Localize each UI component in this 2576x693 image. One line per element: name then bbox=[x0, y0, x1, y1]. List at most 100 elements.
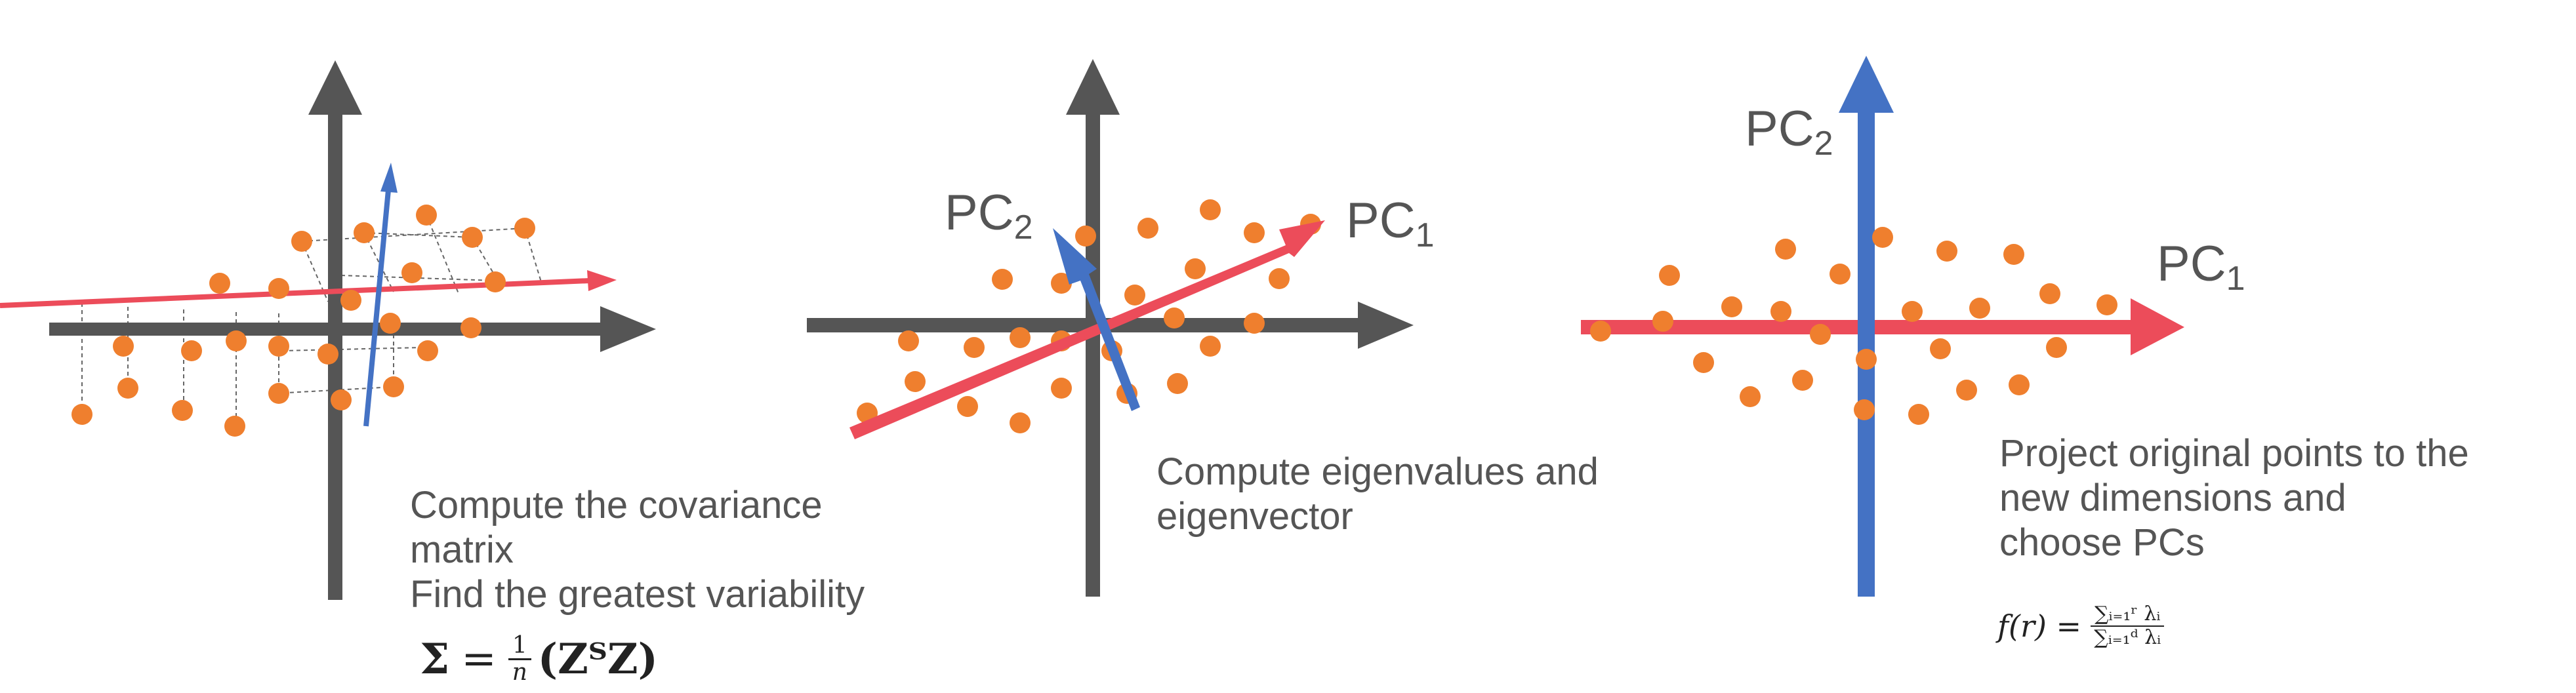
data-point bbox=[1902, 301, 1923, 322]
data-point bbox=[1810, 324, 1831, 345]
data-point bbox=[1969, 298, 1990, 319]
data-point bbox=[401, 262, 422, 283]
data-point bbox=[354, 222, 375, 243]
data-point bbox=[485, 271, 506, 292]
data-point bbox=[898, 330, 919, 351]
data-point bbox=[1830, 264, 1850, 285]
data-point bbox=[462, 227, 483, 248]
data-point bbox=[1200, 336, 1221, 357]
fraction: ∑ᵢ₌₁ʳ λᵢ ∑ᵢ₌₁ᵈ λᵢ bbox=[2091, 603, 2165, 649]
data-point bbox=[1908, 404, 1929, 425]
data-point bbox=[226, 330, 247, 351]
data-point bbox=[291, 231, 312, 252]
data-point bbox=[1051, 378, 1072, 399]
data-point bbox=[1185, 258, 1206, 279]
data-point bbox=[1244, 313, 1265, 334]
data-point bbox=[181, 340, 202, 361]
panel-3: PC1 PC2 bbox=[1581, 56, 2245, 597]
data-point bbox=[380, 313, 401, 334]
data-point bbox=[1856, 349, 1877, 370]
caption-line: Find the greatest variability bbox=[410, 573, 865, 616]
caption-line: eigenvector bbox=[1156, 495, 1353, 538]
data-point bbox=[2009, 374, 2030, 395]
pc1-label: PC1 bbox=[1346, 193, 1435, 254]
data-point bbox=[224, 416, 245, 437]
caption-line: choose PCs bbox=[1999, 521, 2205, 564]
caption-line: new dimensions and bbox=[1999, 477, 2346, 519]
data-point bbox=[340, 290, 361, 311]
pc1-label: PC1 bbox=[2157, 236, 2245, 298]
panel-2: PC1 PC2 bbox=[807, 59, 1435, 597]
pc1-arrow bbox=[849, 220, 1325, 439]
data-point bbox=[957, 396, 978, 417]
data-point bbox=[1051, 273, 1072, 294]
data-point bbox=[992, 269, 1013, 290]
data-point bbox=[1010, 327, 1031, 348]
variance-ratio-formula: f(r) = ∑ᵢ₌₁ʳ λᵢ ∑ᵢ₌₁ᵈ λᵢ bbox=[1997, 593, 2165, 659]
y-axis-arrowhead bbox=[1066, 59, 1120, 115]
caption-line: Compute eigenvalues and bbox=[1156, 450, 1599, 493]
data-point bbox=[383, 376, 404, 397]
y-axis bbox=[1086, 111, 1100, 597]
data-point bbox=[1244, 222, 1265, 243]
panel-2-caption: Compute eigenvalues and eigenvector bbox=[1156, 450, 1599, 539]
panel-1 bbox=[0, 60, 656, 600]
data-points bbox=[1590, 227, 2117, 425]
data-point bbox=[268, 278, 289, 299]
panel-3-caption: Project original points to the new dimen… bbox=[1999, 431, 2469, 565]
x-axis-arrowhead bbox=[600, 306, 656, 352]
data-point bbox=[172, 400, 193, 421]
data-point bbox=[417, 340, 438, 361]
equals-sign: = bbox=[461, 635, 497, 683]
data-point bbox=[1792, 370, 1813, 391]
matrix-product: (ZᵀZ) bbox=[537, 634, 658, 684]
data-point bbox=[117, 378, 138, 399]
data-point bbox=[1590, 321, 1611, 342]
data-point bbox=[1137, 218, 1158, 239]
data-point bbox=[1872, 227, 1893, 248]
fraction: 1 n bbox=[508, 633, 531, 685]
data-point bbox=[268, 336, 289, 357]
data-point bbox=[268, 383, 289, 404]
data-point bbox=[1167, 373, 1188, 394]
data-point bbox=[2003, 244, 2024, 265]
data-point bbox=[1075, 226, 1096, 247]
panel-1-caption: Compute the covariance matrix Find the g… bbox=[410, 483, 865, 617]
data-point bbox=[331, 389, 352, 410]
data-point bbox=[1956, 380, 1977, 401]
data-point bbox=[209, 273, 230, 294]
data-point bbox=[1721, 296, 1742, 317]
pc2-candidate-arrowhead bbox=[380, 163, 398, 193]
data-point bbox=[1659, 265, 1680, 286]
data-point bbox=[1740, 386, 1761, 407]
data-point bbox=[1775, 239, 1796, 260]
data-point bbox=[905, 371, 926, 392]
x-axis-arrowhead bbox=[1358, 302, 1414, 349]
data-point bbox=[1770, 301, 1791, 322]
fraction-numerator: 1 bbox=[508, 633, 531, 660]
data-point bbox=[416, 205, 437, 226]
pc2-candidate-line bbox=[363, 189, 391, 427]
data-point bbox=[1936, 241, 1957, 262]
data-point bbox=[72, 404, 92, 425]
pc1-candidate-arrowhead bbox=[587, 270, 617, 291]
pc2-label: PC2 bbox=[945, 185, 1033, 247]
pc2-axis-arrowhead bbox=[1839, 56, 1894, 113]
data-point bbox=[1164, 307, 1185, 328]
fraction-numerator: ∑ᵢ₌₁ʳ λᵢ bbox=[2091, 603, 2165, 627]
data-point bbox=[1124, 285, 1145, 306]
data-point bbox=[964, 337, 985, 358]
data-point bbox=[1693, 352, 1714, 373]
data-point bbox=[514, 218, 535, 239]
caption-line: Compute the covariance bbox=[410, 484, 823, 526]
data-point bbox=[2039, 283, 2060, 304]
sigma-symbol: Σ bbox=[420, 634, 450, 684]
data-point bbox=[1854, 399, 1875, 420]
data-point bbox=[2046, 337, 2067, 358]
data-point bbox=[1269, 268, 1290, 289]
pc1-axis-arrowhead bbox=[2131, 298, 2184, 355]
caption-line: Project original points to the bbox=[1999, 432, 2469, 475]
formula-lhs: f(r) = bbox=[1997, 608, 2082, 644]
data-points bbox=[72, 205, 535, 437]
